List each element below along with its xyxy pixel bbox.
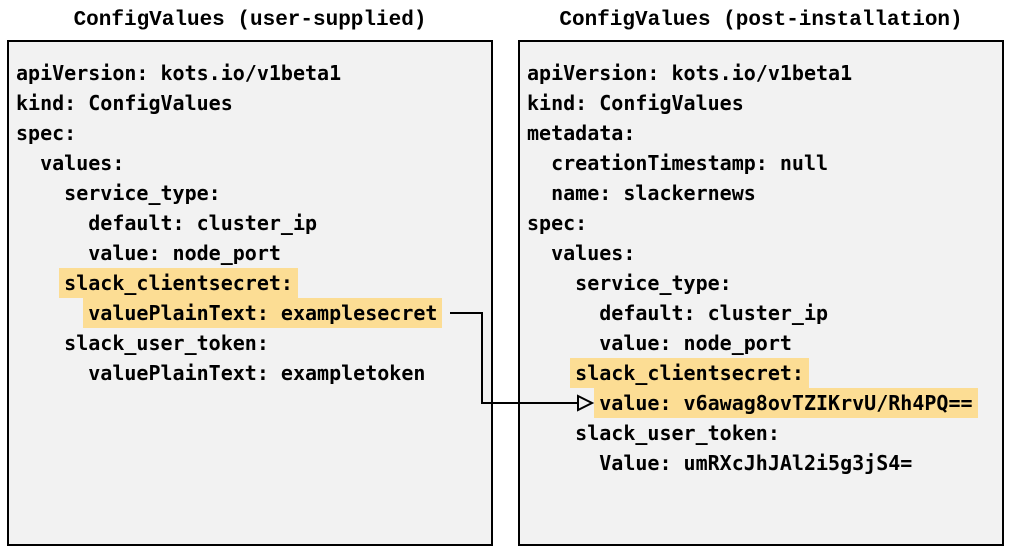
code-text: kind: ConfigValues (16, 91, 233, 115)
code-line: value: node_port (16, 238, 485, 268)
code-text: apiVersion: kots.io/v1beta1 (527, 61, 853, 85)
code-line: slack_clientsecret: (527, 358, 996, 388)
code-text: kind: ConfigValues (527, 91, 744, 115)
code-indent (16, 241, 88, 265)
right-code-block: apiVersion: kots.io/v1beta1 kind: ConfigV… (527, 58, 996, 478)
code-line: kind: ConfigValues (16, 88, 485, 118)
code-indent (527, 361, 575, 385)
code-text: default: cluster_ip (599, 301, 829, 325)
code-indent (527, 331, 599, 355)
code-text: spec: (527, 211, 588, 235)
code-text: service_type: (575, 271, 732, 295)
code-line: slack_clientsecret: (16, 268, 485, 298)
code-line: apiVersion: kots.io/v1beta1 (16, 58, 485, 88)
code-text: values: (551, 241, 636, 265)
code-line: valuePlainText: exampletoken (16, 358, 485, 388)
code-indent (16, 181, 64, 205)
code-line: default: cluster_ip (527, 298, 996, 328)
highlighted-code-text: slack_clientsecret: (59, 268, 298, 298)
code-text: apiVersion: kots.io/v1beta1 (16, 61, 342, 85)
code-indent (527, 181, 551, 205)
code-line: valuePlainText: examplesecret (16, 298, 485, 328)
code-line: kind: ConfigValues (527, 88, 996, 118)
left-panel: apiVersion: kots.io/v1beta1 kind: ConfigV… (7, 40, 493, 546)
highlighted-code-text: slack_clientsecret: (570, 358, 809, 388)
code-line: values: (527, 238, 996, 268)
highlighted-code-text: value: v6awag8ovTZIKrvU/Rh4PQ== (594, 388, 978, 418)
right-panel: apiVersion: kots.io/v1beta1 kind: ConfigV… (518, 40, 1004, 546)
code-text: default: cluster_ip (88, 211, 318, 235)
right-panel-title: ConfigValues (post-installation) (559, 9, 963, 32)
code-indent (16, 151, 40, 175)
code-line: default: cluster_ip (16, 208, 485, 238)
highlighted-code-text: valuePlainText: examplesecret (83, 298, 443, 328)
code-text: slack_user_token: (575, 421, 780, 445)
code-indent (527, 451, 599, 475)
code-line: value: v6awag8ovTZIKrvU/Rh4PQ== (527, 388, 996, 418)
code-text: values: (40, 151, 125, 175)
code-indent (527, 271, 575, 295)
code-text: valuePlainText: exampletoken (88, 361, 426, 385)
code-text: spec: (16, 121, 77, 145)
code-line: slack_user_token: (16, 328, 485, 358)
left-panel-title: ConfigValues (user-supplied) (73, 9, 427, 32)
code-text: slack_user_token: (64, 331, 269, 355)
code-text: value: node_port (88, 241, 281, 265)
code-indent (527, 421, 575, 445)
code-indent (16, 211, 88, 235)
code-text: value: node_port (599, 331, 792, 355)
code-indent (527, 151, 551, 175)
code-text: service_type: (64, 181, 221, 205)
code-line: creationTimestamp: null (527, 148, 996, 178)
code-line: service_type: (527, 268, 996, 298)
code-indent (527, 301, 599, 325)
code-line: metadata: (527, 118, 996, 148)
code-indent (16, 361, 88, 385)
code-line: spec: (527, 208, 996, 238)
code-line: Value: umRXcJhJAl2i5g3jS4= (527, 448, 996, 478)
code-text: creationTimestamp: null (551, 151, 829, 175)
code-line: service_type: (16, 178, 485, 208)
code-line: slack_user_token: (527, 418, 996, 448)
code-line: values: (16, 148, 485, 178)
code-indent (527, 241, 551, 265)
code-indent (16, 271, 64, 295)
code-line: value: node_port (527, 328, 996, 358)
code-indent (16, 331, 64, 355)
left-code-block: apiVersion: kots.io/v1beta1 kind: ConfigV… (16, 58, 485, 388)
code-indent (16, 301, 88, 325)
code-text: name: slackernews (551, 181, 756, 205)
code-text: metadata: (527, 121, 636, 145)
code-text: Value: umRXcJhJAl2i5g3jS4= (599, 451, 913, 475)
code-line: spec: (16, 118, 485, 148)
code-line: name: slackernews (527, 178, 996, 208)
code-line: apiVersion: kots.io/v1beta1 (527, 58, 996, 88)
code-indent (527, 391, 599, 415)
